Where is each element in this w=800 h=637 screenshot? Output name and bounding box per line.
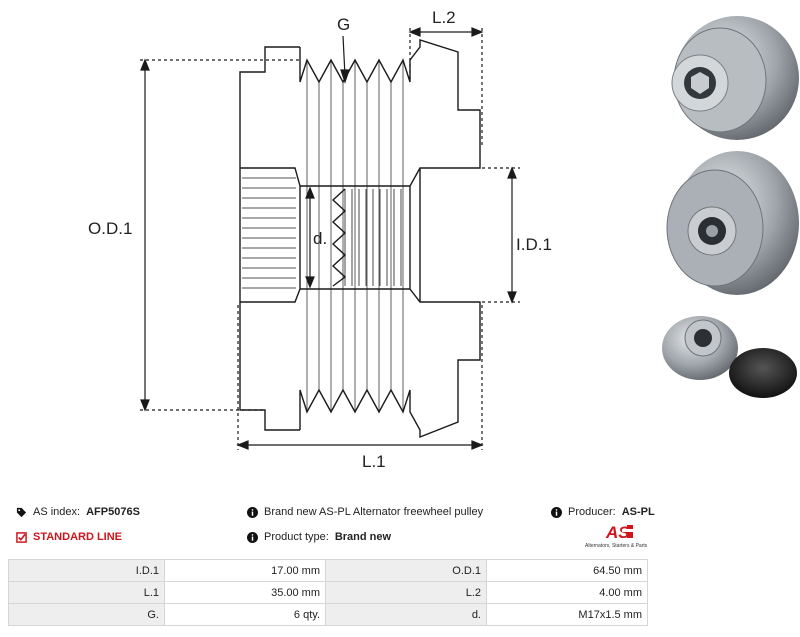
producer-label: Producer: (568, 506, 616, 518)
standard-line-label: STANDARD LINE (33, 531, 123, 543)
product-type-value: Brand new (334, 531, 392, 543)
spec-value: M17x1.5 mm (486, 603, 648, 626)
info-icon (551, 506, 562, 518)
pulley-technical-drawing: G L.2 O.D.1 d. I.D.1 L.1 (88, 8, 552, 471)
description-row: Brand new AS-PL Alternator freewheel pul… (247, 506, 483, 518)
table-row: L.1 35.00 mm L.2 4.00 mm (8, 581, 648, 604)
info-icon (247, 506, 258, 518)
spec-value: 4.00 mm (486, 581, 648, 604)
spec-label: O.D.1 (325, 559, 487, 582)
logo-text: AS (605, 523, 630, 542)
label-l1: L.1 (362, 452, 386, 471)
label-g: G (337, 15, 350, 34)
spec-value: 6 qty. (164, 603, 326, 626)
product-photos (662, 16, 799, 398)
spec-value: 35.00 mm (164, 581, 326, 604)
label-id1: I.D.1 (516, 235, 552, 254)
pulley-photo-rear (666, 151, 799, 295)
spec-label: d. (325, 603, 487, 626)
as-pl-logo: AS Alternators, Starters & Parts (585, 523, 648, 549)
label-l2: L.2 (432, 8, 456, 27)
as-index-label: AS index: (33, 506, 81, 518)
logo-tagline: Alternators, Starters & Parts (585, 543, 648, 549)
description-text: Brand new AS-PL Alternator freewheel pul… (264, 506, 484, 518)
standard-line-row: STANDARD LINE (16, 531, 122, 543)
label-d: d. (313, 229, 327, 248)
spec-label: L.2 (325, 581, 487, 604)
label-od1: O.D.1 (88, 219, 132, 238)
tags-icon (16, 507, 27, 517)
pulley-photo-front (671, 16, 799, 140)
spec-label: I.D.1 (8, 559, 165, 582)
spec-value: 17.00 mm (164, 559, 326, 582)
product-type-row: Product type: Brand new (247, 531, 391, 543)
product-type-label: Product type: (264, 531, 329, 543)
table-row: I.D.1 17.00 mm O.D.1 64.50 mm (8, 559, 648, 582)
table-row: G. 6 qty. d. M17x1.5 mm (8, 603, 648, 626)
producer-row: Producer: AS-PL (551, 506, 655, 518)
spec-label: G. (8, 603, 165, 626)
spec-table: I.D.1 17.00 mm O.D.1 64.50 mm L.1 35.00 … (8, 559, 648, 626)
check-square-icon (16, 531, 27, 543)
as-index-value: AFP5076S (86, 506, 140, 518)
as-index-row: AS index: AFP5076S (16, 506, 140, 518)
info-icon (247, 531, 258, 543)
spec-label: L.1 (8, 581, 165, 604)
producer-value: AS-PL (621, 506, 655, 518)
pulley-photo-with-cap (662, 316, 797, 398)
spec-value: 64.50 mm (486, 559, 648, 582)
